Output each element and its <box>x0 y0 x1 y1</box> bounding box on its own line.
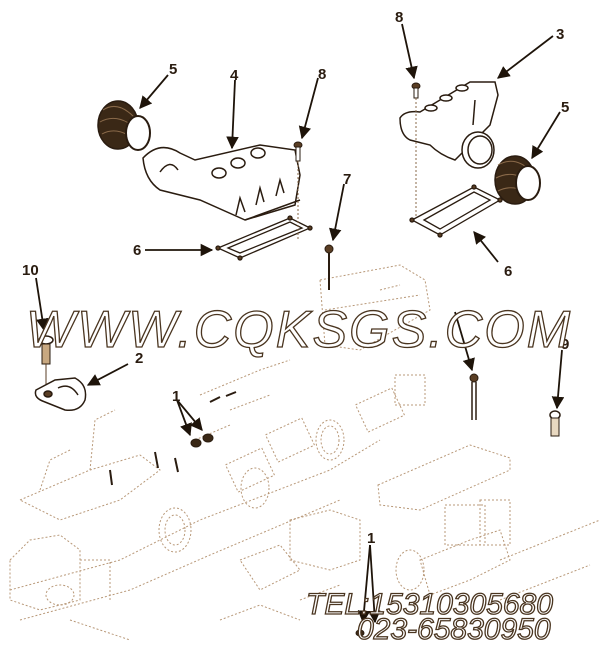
part-3-right-manifold <box>399 81 499 169</box>
callout-7: 7 <box>343 171 352 188</box>
part-6-left-gasket <box>215 215 313 261</box>
part-8-left-bolt <box>293 141 303 240</box>
callout-2: 2 <box>135 350 144 367</box>
callout-1-upper: 1 <box>172 388 181 405</box>
callout-8-left: 8 <box>318 66 327 83</box>
callout-1-lower: 1 <box>367 530 376 547</box>
callout-10: 10 <box>22 262 39 279</box>
part-5-left-bellows <box>97 100 151 151</box>
callout-6-right: 6 <box>504 263 513 280</box>
callout-6-left: 6 <box>133 242 142 259</box>
part-1-fittings <box>190 433 365 637</box>
part-4-elbow-manifold <box>142 144 301 221</box>
watermark-tel: TEL:15310305680 <box>305 587 553 621</box>
callout-5-left: 5 <box>169 61 178 78</box>
callout-5-right: 5 <box>561 99 570 116</box>
background-stubs <box>109 391 237 486</box>
callout-9: 9 <box>561 336 570 353</box>
callout-4: 4 <box>230 67 239 84</box>
watermark-url: WWW.CQKSGS.COM <box>25 300 573 359</box>
watermark-phone: 023-65830950 <box>356 612 551 646</box>
part-5-right-bellows <box>494 155 541 205</box>
part-7-stud <box>324 244 334 290</box>
part-2-clamp <box>34 377 87 412</box>
long-stud <box>469 373 479 420</box>
part-6-right-gasket <box>409 184 503 238</box>
part-10-bolt <box>38 335 54 385</box>
engine-block-faded <box>9 264 600 641</box>
callout-8-right: 8 <box>395 9 404 26</box>
part-9-bolt <box>549 410 561 437</box>
leader-arrows <box>35 23 565 624</box>
callout-3: 3 <box>556 26 565 43</box>
part-8-right-bolt <box>411 82 421 218</box>
